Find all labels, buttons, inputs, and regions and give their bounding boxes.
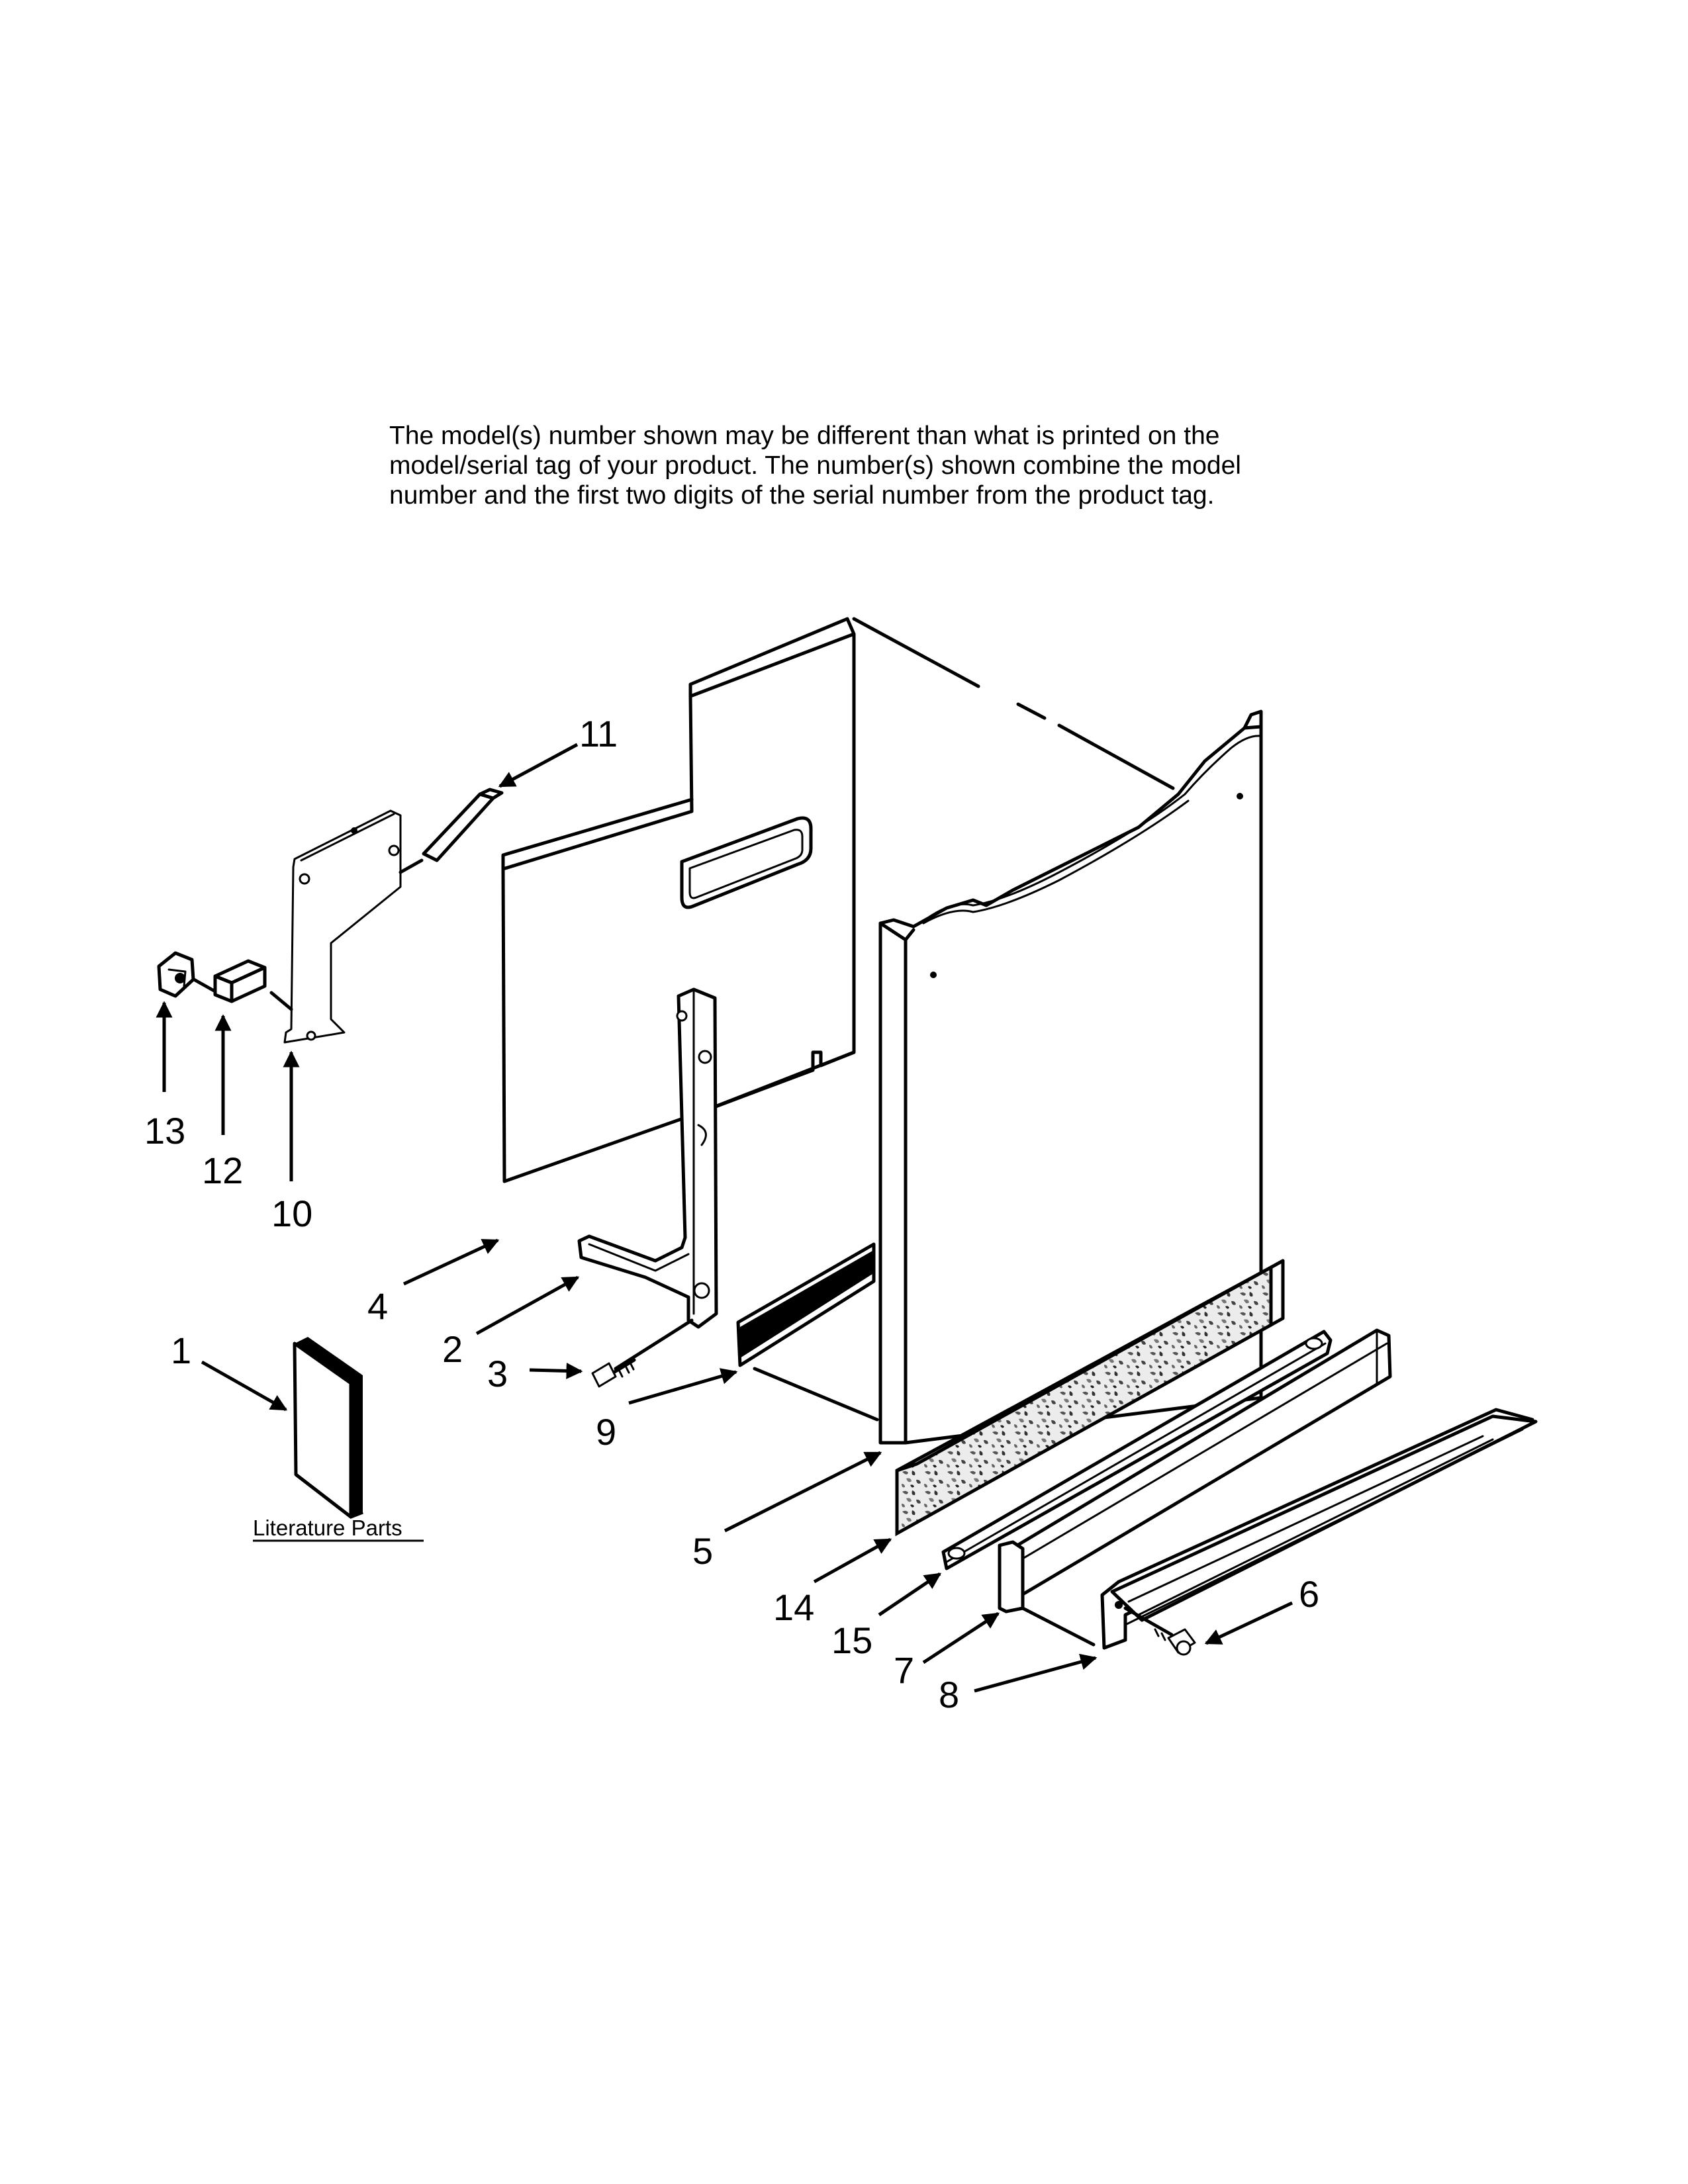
leader-11 <box>498 743 579 788</box>
callout-15: 15 <box>831 1619 872 1661</box>
callout-2: 2 <box>442 1328 463 1370</box>
callout-leaders <box>156 743 1293 1693</box>
block-part-12 <box>213 959 267 1003</box>
strip-part-15 <box>941 1330 1333 1570</box>
clip-part-13 <box>157 951 217 998</box>
note-line-2: model/serial tag of your product. The nu… <box>389 451 1241 480</box>
callout-7: 7 <box>894 1649 914 1691</box>
callout-14: 14 <box>773 1586 814 1628</box>
callout-11: 11 <box>579 713 618 754</box>
leader-8 <box>974 1653 1098 1693</box>
gasket-edge-line <box>753 1367 879 1422</box>
callout-10: 10 <box>271 1193 312 1234</box>
literature-parts-label: Literature Parts <box>253 1516 402 1540</box>
leader-7 <box>922 1612 1000 1664</box>
callout-12: 12 <box>202 1150 243 1191</box>
callout-3: 3 <box>487 1353 508 1394</box>
toe-panel-part-7 <box>998 1328 1392 1614</box>
screw-part-6 <box>1123 1606 1196 1656</box>
block-to-plate-line <box>269 991 293 1011</box>
kick-plate-part-8 <box>1100 1408 1538 1650</box>
side-panel-part-4 <box>501 617 856 1183</box>
screw-to-bracket-line <box>614 1318 694 1371</box>
dash-top-1 <box>852 617 980 688</box>
model-number-note: The model(s) number shown may be differe… <box>389 421 1316 510</box>
leader-2 <box>475 1275 580 1336</box>
callout-13: 13 <box>144 1110 185 1152</box>
dash-top-2 <box>1016 702 1047 720</box>
callout-6: 6 <box>1299 1573 1319 1615</box>
toe-panel-edge-line <box>1021 1606 1096 1647</box>
leader-9 <box>628 1368 738 1405</box>
bracket-plate-part-10 <box>283 809 402 1044</box>
note-line-1: The model(s) number shown may be differe… <box>389 422 1220 450</box>
leader-1 <box>201 1360 288 1412</box>
note-line-3: number and the first two digits of the s… <box>389 481 1215 510</box>
leader-15 <box>878 1572 942 1617</box>
screw-part-3 <box>591 1358 636 1388</box>
leader-4 <box>402 1238 500 1286</box>
insulation-part-14 <box>895 1259 1285 1537</box>
leader-3 <box>529 1362 583 1379</box>
callout-9: 9 <box>596 1411 616 1453</box>
leader-6 <box>1204 1601 1293 1645</box>
callout-8: 8 <box>939 1674 959 1715</box>
callout-5: 5 <box>692 1530 713 1572</box>
leader-5 <box>724 1451 882 1533</box>
callout-4: 4 <box>367 1285 388 1327</box>
spacer-part-11 <box>399 788 504 874</box>
leader-14 <box>813 1537 892 1584</box>
callout-1: 1 <box>171 1330 191 1371</box>
gasket-part-9 <box>736 1242 876 1367</box>
literature-part-1 <box>293 1337 363 1519</box>
hinge-bracket-part-2 <box>577 987 718 1329</box>
panel-bottom-line <box>700 1050 856 1114</box>
front-panel-part-5 <box>878 709 1263 1445</box>
dash-top-3 <box>1057 723 1175 790</box>
